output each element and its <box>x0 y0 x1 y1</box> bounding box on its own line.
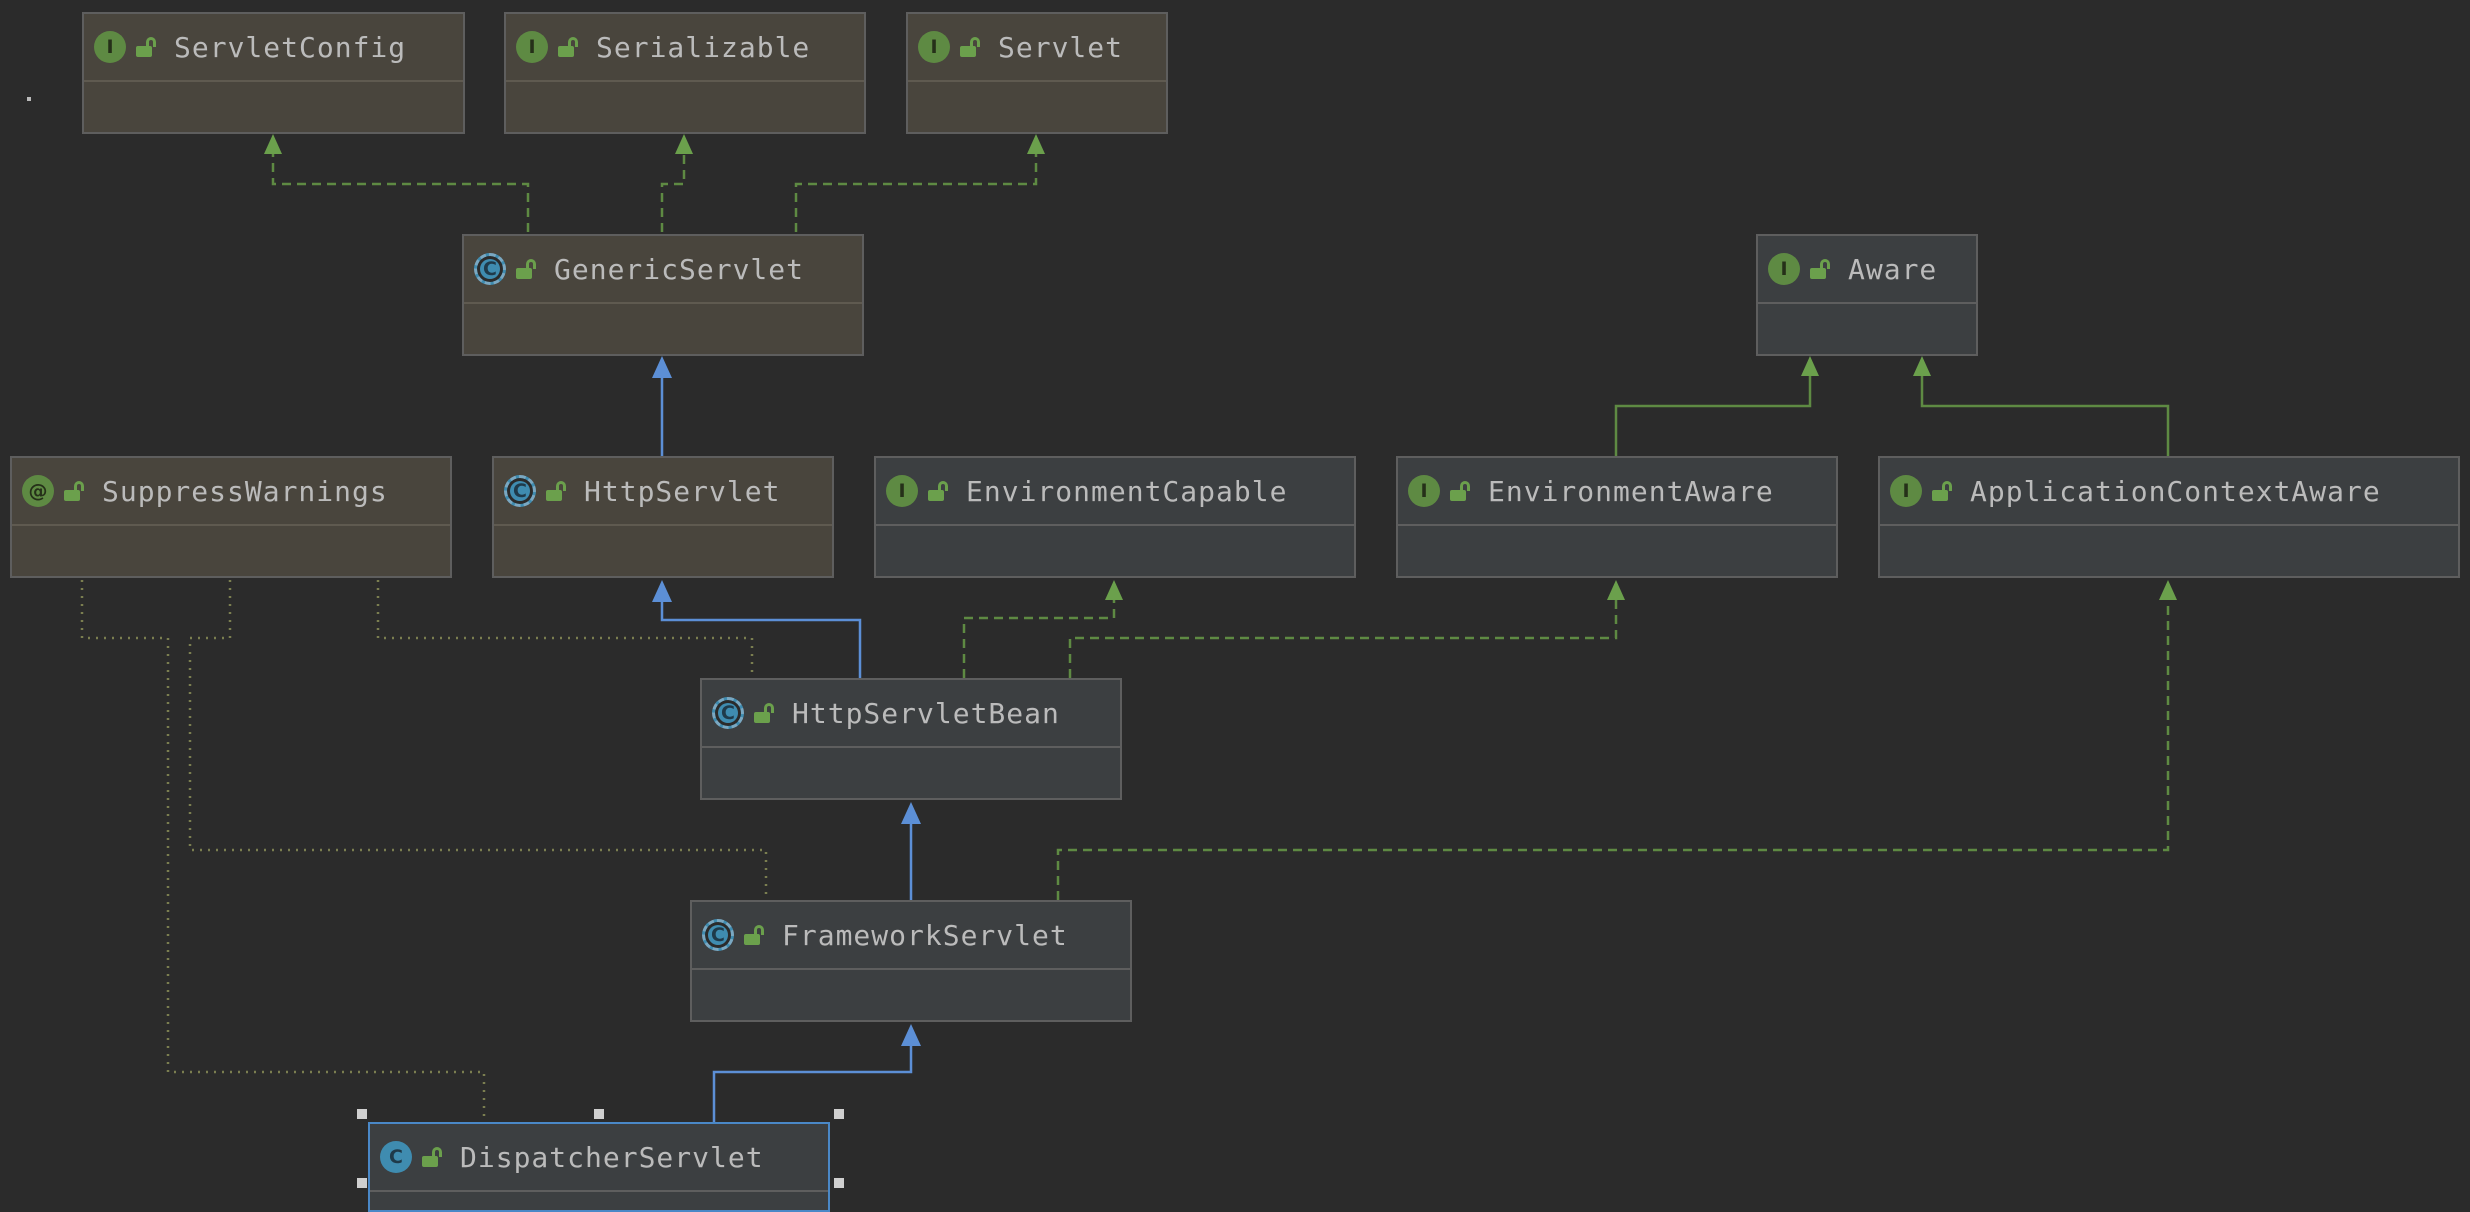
node-environmentaware[interactable]: I EnvironmentAware <box>1396 456 1838 578</box>
node-label: Servlet <box>998 30 1124 64</box>
node-header: I ServletConfig <box>84 14 463 82</box>
edge-frameworkservlet-suppresswarnings <box>188 580 768 900</box>
arrowhead-serializable <box>675 134 693 154</box>
resize-handle-top[interactable] <box>594 1109 604 1119</box>
public-lock-icon <box>64 481 82 501</box>
node-aware[interactable]: I Aware <box>1756 234 1978 356</box>
node-httpservletbean[interactable]: C HttpServletBean <box>700 678 1122 800</box>
edge-applicationcontextaware-aware <box>1920 372 2170 456</box>
node-header: I Serializable <box>506 14 864 82</box>
resize-handle-top-right[interactable] <box>834 1109 844 1119</box>
node-header: C DispatcherServlet <box>370 1124 828 1192</box>
node-environmentcapable[interactable]: I EnvironmentCapable <box>874 456 1356 578</box>
node-frameworkservlet[interactable]: C FrameworkServlet <box>690 900 1132 1022</box>
arrowhead-frameworkservlet <box>901 1024 921 1046</box>
abstract-class-icon: C <box>712 697 744 729</box>
edge-dispatcherservlet-suppresswarnings <box>80 580 486 1122</box>
arrowhead-genericservlet <box>652 356 672 378</box>
public-lock-icon <box>422 1147 440 1167</box>
node-dispatcherservlet[interactable]: C DispatcherServlet <box>368 1122 830 1212</box>
arrowhead-httpservletbean <box>901 802 921 824</box>
interface-icon: I <box>516 31 548 63</box>
public-lock-icon <box>136 37 154 57</box>
interface-icon: I <box>1408 475 1440 507</box>
arrowhead-environmentaware <box>1607 580 1625 600</box>
node-header: C FrameworkServlet <box>692 902 1130 970</box>
interface-icon: I <box>918 31 950 63</box>
node-label: DispatcherServlet <box>460 1140 764 1174</box>
canvas-dot <box>27 97 31 101</box>
public-lock-icon <box>928 481 946 501</box>
node-header: I EnvironmentCapable <box>876 458 1354 526</box>
public-lock-icon <box>960 37 978 57</box>
node-header: C HttpServlet <box>494 458 832 526</box>
edge-genericservlet-servletconfig <box>271 148 530 232</box>
node-applicationcontextaware[interactable]: I ApplicationContextAware <box>1878 456 2460 578</box>
node-httpservlet[interactable]: C HttpServlet <box>492 456 834 578</box>
interface-icon: I <box>1890 475 1922 507</box>
abstract-class-icon: C <box>474 253 506 285</box>
public-lock-icon <box>1932 481 1950 501</box>
node-label: Aware <box>1848 252 1938 286</box>
node-serializable[interactable]: I Serializable <box>504 12 866 134</box>
node-label: HttpServlet <box>584 474 781 508</box>
public-lock-icon <box>558 37 576 57</box>
class-icon: C <box>380 1141 412 1173</box>
arrowhead-applicationcontextaware <box>2159 580 2177 600</box>
node-servlet[interactable]: I Servlet <box>906 12 1168 134</box>
arrowhead-aware-right <box>1913 356 1931 376</box>
edge-httpservletbean-environmentcapable <box>962 596 1116 678</box>
node-suppresswarnings[interactable]: @ SuppressWarnings <box>10 456 452 578</box>
node-header: C HttpServletBean <box>702 680 1120 748</box>
edge-environmentaware-aware <box>1614 372 1812 456</box>
node-label: Serializable <box>596 30 811 64</box>
interface-icon: I <box>94 31 126 63</box>
node-label: ServletConfig <box>174 30 407 64</box>
edge-genericservlet-serializable <box>660 148 686 232</box>
node-header: I ApplicationContextAware <box>1880 458 2458 526</box>
node-label: ApplicationContextAware <box>1970 474 2381 508</box>
arrowhead-httpservlet <box>652 580 672 602</box>
resize-handle-left[interactable] <box>357 1178 367 1188</box>
node-header: I Servlet <box>908 14 1166 82</box>
interface-icon: I <box>886 475 918 507</box>
arrowhead-servletconfig <box>264 134 282 154</box>
interface-icon: I <box>1768 253 1800 285</box>
public-lock-icon <box>1810 259 1828 279</box>
node-label: EnvironmentCapable <box>966 474 1288 508</box>
public-lock-icon <box>754 703 772 723</box>
node-header: @ SuppressWarnings <box>12 458 450 526</box>
edge-httpservletbean-httpservlet <box>660 596 862 678</box>
node-header: C GenericServlet <box>464 236 862 304</box>
arrowhead-environmentcapable <box>1105 580 1123 600</box>
public-lock-icon <box>516 259 534 279</box>
resize-handle-right[interactable] <box>834 1178 844 1188</box>
node-label: EnvironmentAware <box>1488 474 1774 508</box>
arrowhead-servlet <box>1027 134 1045 154</box>
public-lock-icon <box>546 481 564 501</box>
node-servletconfig[interactable]: I ServletConfig <box>82 12 465 134</box>
edge-frameworkservlet-applicationcontextaware <box>1056 596 2170 900</box>
edge-dispatcherservlet-frameworkservlet <box>712 1040 913 1122</box>
node-header: I EnvironmentAware <box>1398 458 1836 526</box>
node-label: FrameworkServlet <box>782 918 1068 952</box>
node-label: SuppressWarnings <box>102 474 388 508</box>
node-label: GenericServlet <box>554 252 805 286</box>
arrowhead-aware-left <box>1801 356 1819 376</box>
node-label: HttpServletBean <box>792 696 1060 730</box>
public-lock-icon <box>744 925 762 945</box>
node-header: I Aware <box>1758 236 1976 304</box>
edge-genericservlet-servlet <box>794 148 1038 232</box>
annotation-icon: @ <box>22 475 54 507</box>
resize-handle-top-left[interactable] <box>357 1109 367 1119</box>
edge-httpservletbean-suppresswarnings <box>376 580 754 678</box>
abstract-class-icon: C <box>504 475 536 507</box>
abstract-class-icon: C <box>702 919 734 951</box>
edge-httpservletbean-environmentaware <box>1068 596 1618 678</box>
public-lock-icon <box>1450 481 1468 501</box>
node-genericservlet[interactable]: C GenericServlet <box>462 234 864 356</box>
